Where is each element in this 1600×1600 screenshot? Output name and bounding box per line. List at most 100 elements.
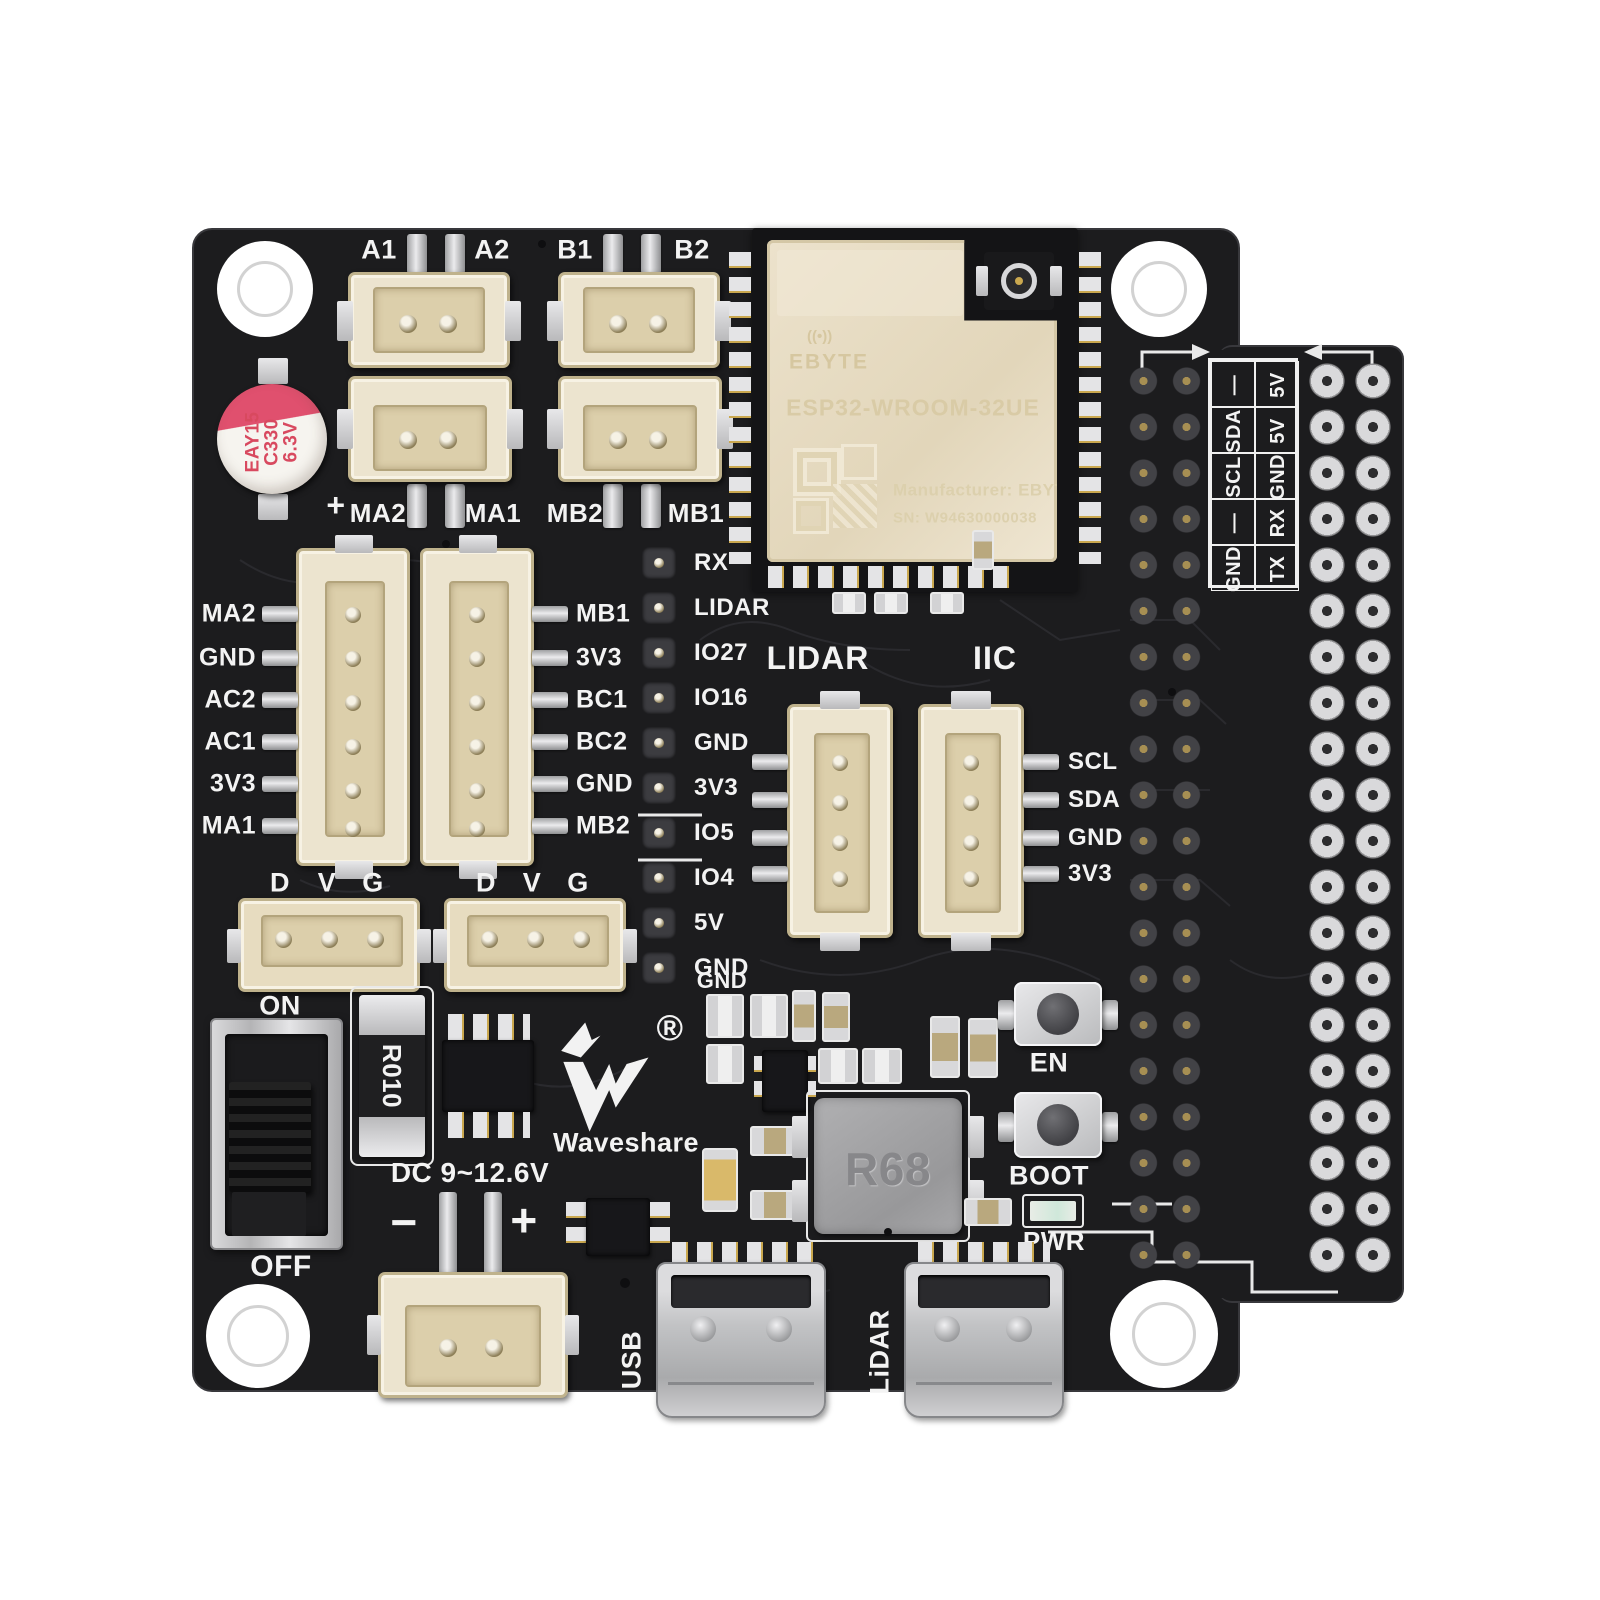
esp32-module-pins-left — [729, 252, 751, 564]
switch-off-label: OFF — [250, 1250, 312, 1283]
shunt-outline — [350, 986, 434, 1166]
encoder-pin — [262, 734, 298, 750]
button-pin — [998, 1000, 1014, 1030]
button-pin — [998, 1112, 1014, 1142]
encoder-pin — [262, 692, 298, 708]
capacitor-pad — [258, 358, 288, 384]
waveshare-logo — [561, 1022, 649, 1132]
power-minus-mark: − — [390, 1196, 418, 1248]
passive-component — [964, 1198, 1012, 1226]
switch-knob — [229, 1082, 311, 1192]
breakout-pin-row — [642, 862, 676, 894]
breakout-pin-label: 3V3 — [694, 774, 739, 801]
via — [620, 1278, 630, 1288]
passive-component — [930, 592, 964, 614]
lidar-port-label: LiDAR — [864, 1309, 895, 1395]
passive-component — [818, 1048, 858, 1084]
port-label-a2: A2 — [474, 234, 510, 265]
power-switch — [210, 1018, 343, 1250]
mounting-hole-bottom-right — [1110, 1280, 1218, 1388]
gpio-cell-label: TX — [1267, 555, 1289, 583]
soic8-pins — [448, 1112, 530, 1138]
breakout-pin-label: LIDAR — [694, 594, 770, 621]
passive-component — [750, 1126, 800, 1156]
encoder-label: MB1 — [576, 599, 631, 628]
encoder-label: BC1 — [576, 685, 628, 714]
esp32-logo-text: EBYTE — [788, 350, 870, 374]
mounting-hole-top-right — [1111, 241, 1207, 337]
shunt-value: R010 — [377, 1043, 407, 1109]
esp32-serial-text: SN: W94630000038 — [893, 509, 1037, 527]
via — [442, 540, 450, 548]
servo-pin-label: G — [362, 867, 384, 898]
encoder-pin — [532, 818, 568, 834]
breakout-pin-row — [642, 727, 676, 759]
passive-component — [968, 1018, 998, 1078]
servo-pin-label: G — [567, 867, 589, 898]
sensor-pin — [752, 866, 788, 882]
gpio-cell-label: — — [1223, 374, 1245, 396]
dc-rating-label: DC 9~12.6V — [390, 1157, 550, 1188]
sensor-pin — [1023, 754, 1059, 770]
esp32-module-pins-bottom — [768, 566, 1012, 588]
usb-c-port-lidar — [904, 1262, 1064, 1418]
gpio-cell-label: 5V — [1267, 372, 1289, 398]
gpio-outer-pad-columns — [1304, 358, 1398, 1278]
tantalum-capacitor — [702, 1148, 738, 1212]
breakout-pin-label: IO4 — [694, 864, 735, 891]
breakout-pin-row — [642, 637, 676, 669]
en-button — [1014, 982, 1102, 1046]
registered-mark: ® — [656, 1007, 684, 1048]
iic-pin-label: 3V3 — [1068, 860, 1113, 887]
breakout-pin-row — [642, 682, 676, 714]
brand-name: Waveshare — [552, 1127, 700, 1158]
breakout-pin-row — [642, 547, 676, 579]
encoder-pin — [532, 734, 568, 750]
motor-connector-b-bottom — [547, 376, 733, 482]
connector-pin — [641, 484, 661, 528]
via — [884, 1228, 892, 1236]
breakout-pin-row — [642, 817, 676, 849]
encoder-label: 3V3 — [576, 643, 622, 672]
encoder-pin — [262, 650, 298, 666]
encoder-label: AC1 — [204, 727, 256, 756]
connector-pin — [603, 484, 623, 528]
sensor-pin — [1023, 830, 1059, 846]
passive-component — [874, 592, 908, 614]
connector-pin — [641, 234, 661, 274]
servo-pin-label: V — [522, 867, 542, 898]
encoder-label: MA2 — [201, 599, 256, 628]
sensor-pin — [752, 754, 788, 770]
breakout-pin-label: IO5 — [694, 819, 735, 846]
ufl-antenna-connector — [976, 252, 1062, 310]
inductor-pad — [792, 1116, 808, 1158]
port-label-mb1: MB1 — [667, 498, 725, 528]
motor-connector-b-top — [547, 272, 731, 368]
servo-pin-label: V — [317, 867, 337, 898]
port-label-b1: B1 — [557, 234, 593, 265]
capacitor-value: C330 — [261, 418, 283, 467]
iic-connector — [918, 691, 1024, 951]
inductor-value: R68 — [845, 1142, 931, 1195]
battery-pin — [484, 1192, 502, 1280]
passive-component — [792, 990, 816, 1042]
passive-component — [930, 1016, 960, 1078]
encoder-pin — [532, 692, 568, 708]
encoder-connector-right — [420, 535, 534, 879]
switch-on-label: ON — [259, 990, 301, 1021]
servo-connector-left — [227, 898, 431, 992]
port-label-mb2: MB2 — [546, 498, 604, 528]
encoder-pin — [262, 818, 298, 834]
esp32-manufacturer-text: Manufacturer: EBYTE — [893, 480, 1078, 500]
encoder-label: GND — [576, 769, 634, 798]
encoder-label: MA1 — [201, 811, 256, 840]
passive-component — [862, 1048, 902, 1084]
soic8-pins — [650, 1202, 670, 1252]
breakout-pin-label: RX — [694, 549, 729, 576]
gpio-cell-label: SCL — [1223, 456, 1245, 498]
lidar-connector — [787, 691, 893, 951]
inductor-outline — [806, 1090, 970, 1242]
encoder-label: 3V3 — [210, 769, 256, 798]
boot-button — [1014, 1092, 1102, 1158]
en-button-label: EN — [1029, 1047, 1069, 1078]
